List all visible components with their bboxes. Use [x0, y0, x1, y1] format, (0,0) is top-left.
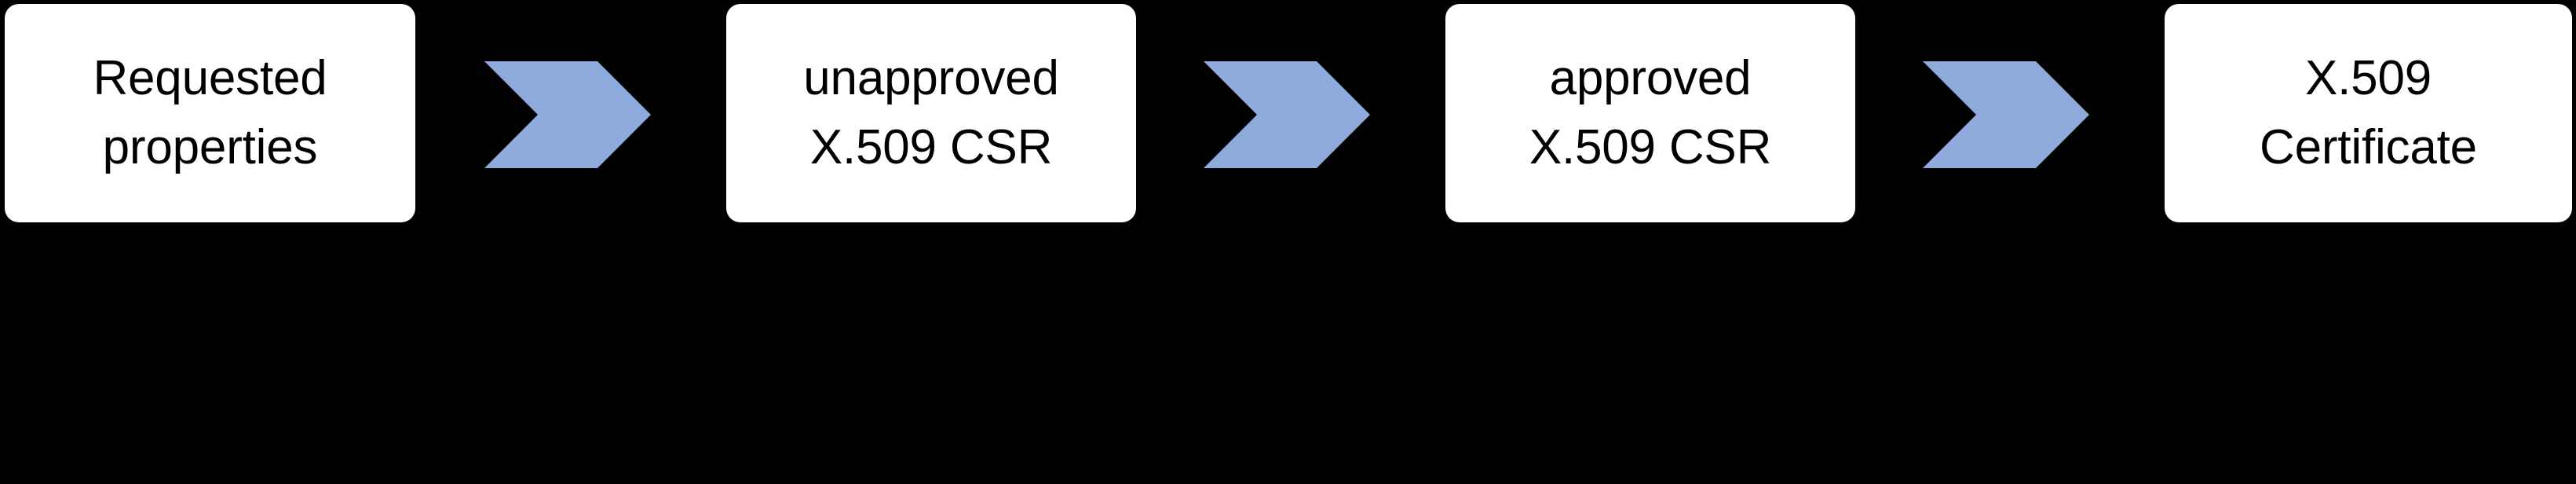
process-node-requested-properties[interactable]: Requested properties — [5, 4, 415, 222]
node-label-line-2: X.509 CSR — [1529, 120, 1772, 174]
chevron-right-arrow-icon — [1204, 61, 1370, 168]
node-label-line-2: Certificate — [2260, 120, 2477, 174]
process-node-unapproved-csr[interactable]: unapproved X.509 CSR — [726, 4, 1136, 222]
chevron-right-arrow-icon — [1923, 61, 2089, 168]
process-node-x509-certificate[interactable]: X.509 Certificate — [2165, 4, 2572, 222]
node-label-line-1: approved — [1549, 50, 1752, 105]
node-label-line-2: properties — [102, 120, 318, 174]
node-label-line-1: unapproved — [803, 50, 1059, 105]
node-label-line-2: X.509 CSR — [809, 120, 1053, 174]
chevron-right-arrow-icon — [484, 61, 651, 168]
node-label-line-1: X.509 — [2304, 50, 2432, 105]
node-label-line-1: Requested — [93, 50, 327, 105]
process-node-approved-csr[interactable]: approved X.509 CSR — [1445, 4, 1855, 222]
